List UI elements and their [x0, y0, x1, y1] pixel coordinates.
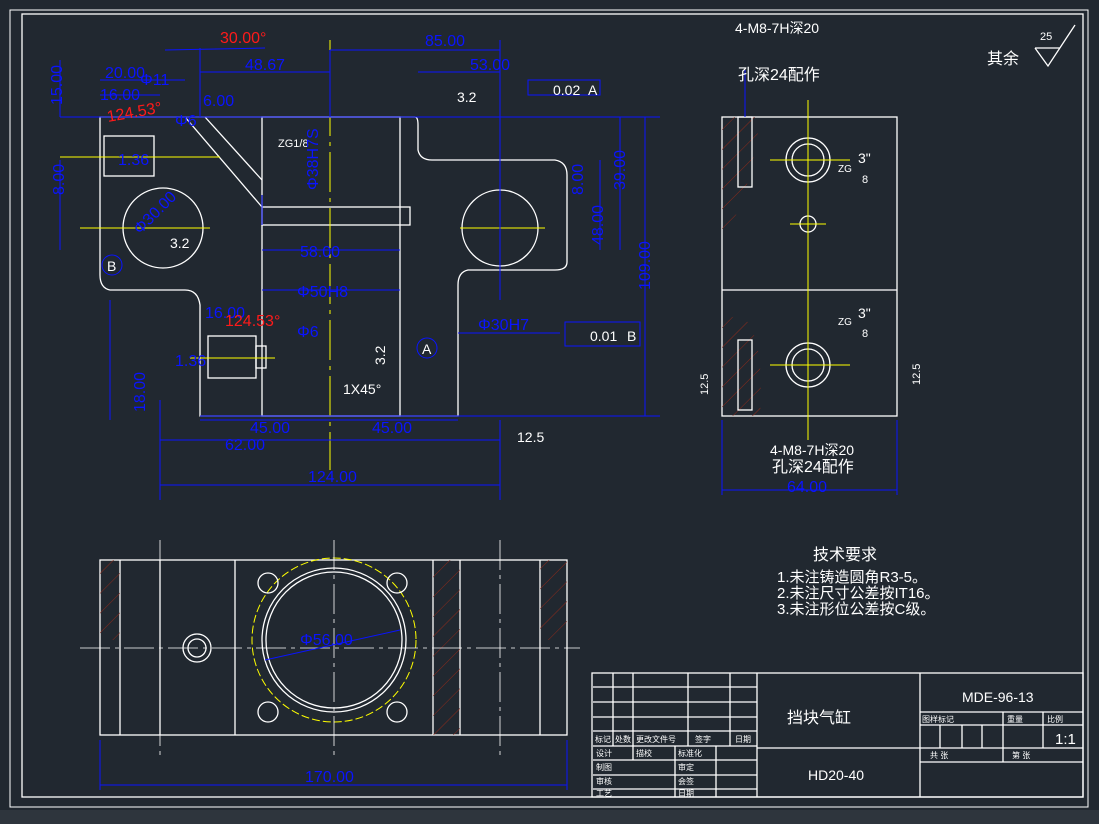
dim-39: 39.00	[612, 150, 629, 190]
tb-weight: 重量	[1007, 714, 1023, 724]
dim-45-left: 45.00	[250, 420, 290, 437]
datum-a-circle: A	[422, 341, 432, 357]
tb-draw: 制图	[596, 762, 612, 772]
scale-value: 1:1	[1055, 731, 1076, 748]
dim-109: 109.00	[637, 241, 654, 290]
dim-phi6: Φ6	[175, 113, 197, 130]
part-name: 挡块气缸	[787, 708, 851, 727]
part-code: HD20-40	[808, 767, 864, 783]
tech-title: 技术要求	[813, 546, 877, 564]
status-strip	[0, 810, 1099, 824]
dim-1-36: 1.36	[118, 152, 149, 169]
tech-item: 1.未注铸造圆角R3-5。	[777, 569, 927, 586]
tolerance-value: 0.02	[553, 82, 580, 98]
main-section-view	[59, 40, 660, 500]
thread-note-top-2: 孔深24配作	[738, 66, 820, 84]
tb-doc: 更改文件号	[636, 734, 676, 744]
dim-1-36-lower: 1.36	[175, 353, 206, 370]
dim-62: 62.00	[225, 437, 265, 454]
tolerance-value-2: 0.01	[590, 328, 617, 344]
dim-6: 6.00	[203, 93, 234, 110]
thread-size: 3"	[858, 150, 871, 166]
thread-label: ZG1/8	[278, 138, 309, 150]
thread-note-bottom: 4-M8-7H深20	[770, 442, 854, 458]
dim-58: 58.00	[300, 244, 340, 261]
tb-sign: 签字	[695, 734, 711, 744]
dim-8-right: 8.00	[570, 164, 587, 195]
roughness-note-value: 25	[1040, 31, 1052, 43]
dim-48-v: 48.00	[590, 205, 607, 245]
roughness-note: 其余 25	[987, 24, 1076, 68]
top-view: Φ56.00 170.00	[80, 540, 580, 790]
dim-phi6-lower: Φ6	[297, 324, 319, 341]
datum-b: B	[107, 258, 116, 274]
roughness-right: 12.5	[911, 364, 923, 385]
dim-64: 64.00	[787, 479, 827, 496]
thread-size-den: 8	[862, 174, 868, 186]
drawing-number: MDE-96-13	[962, 689, 1034, 705]
technical-requirements: 技术要求 1.未注铸造圆角R3-5。 2.未注尺寸公差按IT16。 3.未注形位…	[777, 546, 940, 618]
thread-size-2: 3"	[858, 305, 871, 321]
roughness-2: 3.2	[170, 235, 190, 251]
roughness: 3.2	[457, 89, 477, 105]
tb-stage: 图样标记	[922, 714, 954, 724]
dim-85: 85.00	[425, 33, 465, 50]
tb-proofread: 描校	[636, 748, 652, 758]
side-view: 4-M8-7H深20 孔深24配作 ZG 3" 8 ZG 3" 8 12.5 1…	[699, 20, 923, 496]
tech-item: 2.未注尺寸公差按IT16。	[777, 585, 940, 602]
dim-15: 15.00	[49, 65, 66, 105]
dim-bore: Φ38H7S	[305, 128, 322, 190]
main-dimension-labels: 30.00° 85.00 48.67 53.00 20.00 Φ11 16.00…	[49, 30, 654, 486]
dim-phi30h7: Φ30H7	[478, 317, 529, 334]
tb-date: 日期	[735, 735, 751, 744]
outer-border	[9, 9, 1089, 808]
title-block: 标记 处数 更改文件号 签字 日期 设计 描校 标准化 制图 审定 审核 会签 …	[591, 672, 1084, 798]
tb-ratio: 比例	[1047, 714, 1063, 724]
tb-total: 共 张	[930, 751, 948, 760]
chamfer: 1X45°	[343, 381, 381, 397]
tech-item: 3.未注形位公差按C级。	[777, 601, 935, 618]
inner-border	[21, 13, 1084, 798]
tb-std: 标准化	[678, 748, 702, 758]
dim-48: 48.67	[245, 57, 285, 74]
tb-count: 处数	[615, 734, 631, 744]
dim-phi56: Φ56.00	[300, 632, 353, 649]
angle-dim: 30.00°	[220, 30, 266, 47]
tb-design: 设计	[596, 748, 612, 758]
dim-16: 16.00	[100, 87, 140, 104]
dim-18: 18.00	[132, 372, 149, 412]
zg-label-2: ZG	[838, 317, 852, 328]
thread-size-den-2: 8	[862, 328, 868, 340]
tb-check: 审核	[596, 776, 612, 786]
tb-approve: 审定	[678, 762, 694, 772]
roughness-3: 3.2	[372, 345, 388, 365]
dim-16-lower: 16.00	[205, 305, 245, 322]
tb-mark: 标记	[595, 734, 611, 744]
thread-note-top: 4-M8-7H深20	[735, 20, 819, 36]
tb-date2: 日期	[678, 789, 694, 798]
tb-sheet: 第 张	[1012, 750, 1030, 760]
angle-124-lower: 124.53°	[225, 313, 280, 330]
dim-170: 170.00	[305, 769, 354, 786]
dim-phi11: Φ11	[140, 72, 169, 89]
zg-label: ZG	[838, 164, 852, 175]
datum-b-ref: B	[627, 328, 636, 344]
dim-53: 53.00	[470, 57, 510, 74]
tb-sign2: 会签	[678, 776, 694, 786]
roughness-left: 12.5	[699, 374, 711, 395]
dim-phi50: Φ50H8	[297, 284, 348, 301]
datum-a: A	[588, 82, 598, 98]
dim-8: 8.00	[51, 164, 68, 195]
dim-20: 20.00	[105, 65, 145, 82]
dim-45-right: 45.00	[372, 420, 412, 437]
thread-note-bottom-2: 孔深24配作	[772, 458, 854, 476]
tb-craft: 工艺	[596, 789, 612, 798]
roughness-12-5: 12.5	[517, 429, 544, 445]
roughness-note-label: 其余	[987, 49, 1019, 68]
dim-124: 124.00	[308, 469, 357, 486]
